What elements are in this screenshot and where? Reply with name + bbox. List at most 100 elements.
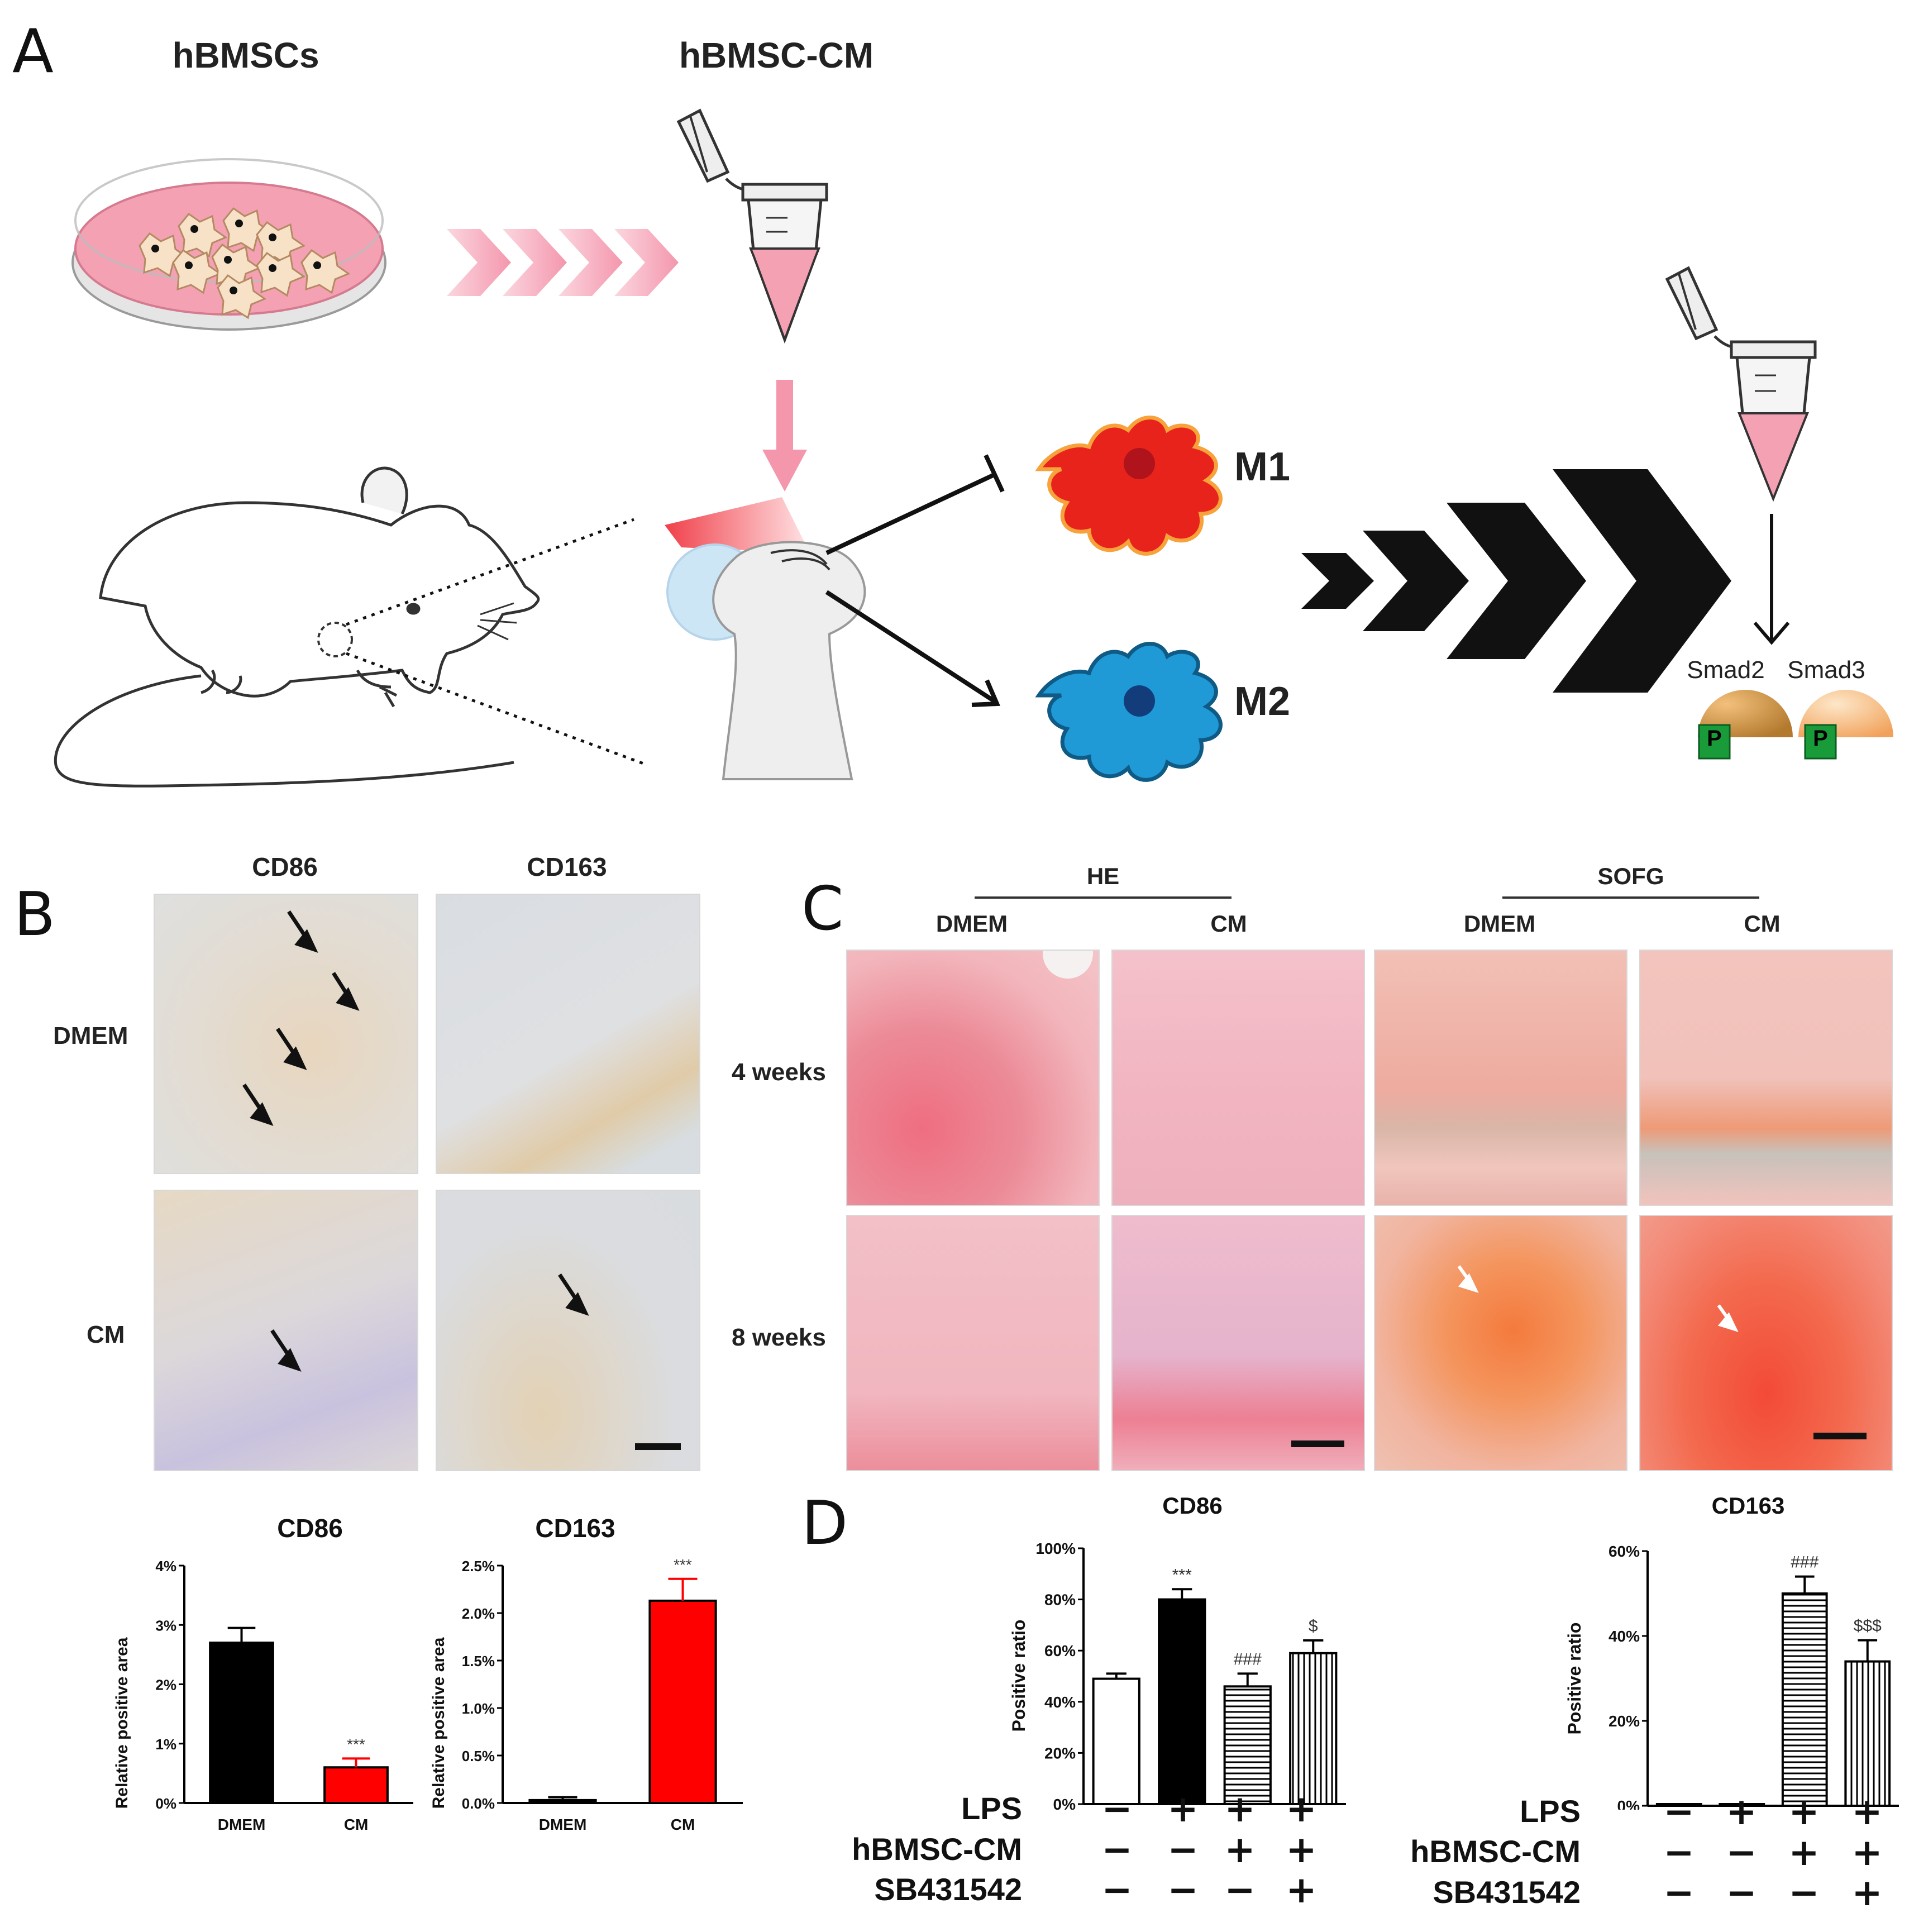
c-row-label-8-weeks: 8 weeks	[732, 1324, 826, 1351]
significance-label: ***	[347, 1735, 365, 1753]
micrograph-cd86-cm	[154, 1190, 418, 1471]
d2-sign: −	[1726, 1871, 1757, 1914]
y-tick-label: 1%	[155, 1736, 176, 1753]
x-tick-label: CM	[344, 1816, 369, 1833]
d1-sign: +	[1286, 1787, 1317, 1830]
d2-sign: −	[1663, 1831, 1695, 1874]
bar	[1158, 1598, 1206, 1805]
d1-sign: −	[1224, 1868, 1256, 1911]
y-tick-label: 60%	[1608, 1543, 1640, 1560]
schematic-panel-a	[54, 108, 1893, 788]
d2-sign: +	[1851, 1871, 1883, 1914]
hbmsc-cm-label: hBMSC-CM	[679, 35, 874, 75]
panel-letter-d: D	[801, 1489, 848, 1558]
mouse-icon	[54, 466, 540, 788]
d1-sign: −	[1101, 1787, 1133, 1830]
y-tick-label: 0.0%	[462, 1795, 495, 1812]
chart-d-cd163-ylabel: Positive ratio	[1564, 1623, 1584, 1735]
smad2-label: Smad2	[1687, 656, 1765, 684]
y-tick-label: 2%	[155, 1677, 176, 1694]
histology-sofg-cm-4w	[1639, 950, 1893, 1206]
y-tick-label: 60%	[1044, 1642, 1076, 1659]
y-tick-label: 2.5%	[462, 1558, 495, 1575]
d2-sign: +	[1851, 1790, 1883, 1833]
d1-sign: +	[1224, 1828, 1256, 1871]
histology-sofg-dmem-8w	[1374, 1215, 1627, 1471]
bar	[1092, 1677, 1140, 1805]
histology-he-cm-4w	[1111, 950, 1365, 1206]
pink-chevron-arrows-icon	[447, 229, 679, 296]
histology-sofg-dmem-4w	[1374, 950, 1627, 1206]
phospho-label-2: P	[1813, 726, 1828, 751]
smad3-icon	[1798, 690, 1893, 760]
conditioned-medium-tube-icon	[676, 108, 828, 344]
bar	[528, 1799, 597, 1805]
bar	[1223, 1685, 1272, 1805]
m1-macrophage-icon	[1035, 416, 1223, 556]
chart-d-cd163: CD163 Positive ratio 0%20%40%60%###$$$	[1564, 1492, 1899, 1810]
y-tick-label: 3%	[155, 1617, 176, 1634]
chart-b-cd86-ylabel: Relative positive area	[113, 1637, 131, 1809]
micrograph-cd86-dmem	[154, 894, 418, 1174]
d2-sign: +	[1788, 1831, 1820, 1874]
d1-sign: −	[1101, 1868, 1133, 1911]
d2-sign: +	[1788, 1790, 1820, 1833]
x-tick-label: DMEM	[539, 1816, 587, 1833]
down-arrow-to-smad	[1753, 514, 1790, 645]
c-sofg-underline	[1502, 896, 1759, 899]
hbmscs-label: hBMSCs	[172, 35, 319, 75]
y-tick-label: 4%	[155, 1558, 176, 1575]
c-col-header-he-cm: CM	[1210, 910, 1247, 937]
y-tick-label: 0.5%	[462, 1748, 495, 1764]
d1-sign: +	[1167, 1787, 1199, 1830]
b-col-header-cd86: CD86	[252, 852, 318, 881]
micrograph-cd163-dmem	[436, 894, 700, 1174]
black-chevron-arrows-icon	[1301, 469, 1731, 693]
chart-d-cd86: CD86 Positive ratio 0%20%40%60%80%100%**…	[1009, 1492, 1346, 1810]
d1-sign: +	[1286, 1868, 1317, 1911]
d2-sign: +	[1851, 1831, 1883, 1874]
b-row-label-cm: CM	[87, 1321, 125, 1348]
scale-bar-b	[635, 1443, 681, 1450]
y-tick-label: 0%	[1617, 1797, 1640, 1810]
d1-row-label-sb431542: SB431542	[874, 1872, 1022, 1907]
y-tick-label: 20%	[1608, 1712, 1640, 1730]
micrograph-cd163-cm	[436, 1190, 700, 1471]
y-tick-label: 0%	[1053, 1796, 1076, 1810]
d1-row-label-hbmsc-cm: hBMSC-CM	[852, 1831, 1022, 1867]
y-tick-label: 1.0%	[462, 1700, 495, 1717]
arrow-sofg-dmem-8w	[1457, 1265, 1479, 1293]
y-tick-label: 80%	[1044, 1591, 1076, 1609]
y-tick-label: 100%	[1035, 1540, 1076, 1557]
phospho-label-1: P	[1707, 726, 1722, 751]
significance-label: ###	[1234, 1650, 1262, 1668]
d2-sign: −	[1788, 1871, 1820, 1914]
arrow-sofg-cm-8w	[1717, 1304, 1867, 1439]
bar	[1719, 1803, 1765, 1807]
histology-sofg-cm-8w	[1639, 1215, 1893, 1471]
d2-sign: +	[1726, 1790, 1757, 1833]
significance-label: $$$	[1854, 1617, 1882, 1635]
d2-row-label-hbmsc-cm: hBMSC-CM	[1410, 1834, 1581, 1869]
significance-label: ###	[1791, 1553, 1818, 1572]
d2-row-label-sb431542: SB431542	[1433, 1874, 1581, 1910]
x-tick-label: CM	[671, 1816, 695, 1833]
chart-b-cd163-title: CD163	[535, 1514, 615, 1543]
b-row-label-dmem: DMEM	[53, 1022, 128, 1050]
chart-b-cd86: CD86 Relative positive area 0%1%2%3%4%DM…	[113, 1514, 413, 1833]
bar	[1844, 1660, 1891, 1807]
m1-label: M1	[1234, 445, 1291, 489]
significance-label: $	[1309, 1617, 1318, 1635]
arrows-cd86-cm	[270, 1329, 302, 1372]
chart-d-cd86-title: CD86	[1162, 1492, 1222, 1519]
c-he-underline	[975, 896, 1232, 899]
bar	[1289, 1652, 1338, 1805]
chart-b-cd163: CD163 Relative positive area 0.0%0.5%1.0…	[429, 1514, 743, 1833]
m2-label: M2	[1234, 679, 1291, 724]
histology-he-dmem-4w	[846, 950, 1100, 1206]
bar	[648, 1599, 717, 1804]
arrows-cd163-cm	[558, 1273, 681, 1450]
y-tick-label: 1.5%	[462, 1653, 495, 1669]
d1-sign: −	[1167, 1868, 1199, 1911]
panel-letter-c: C	[801, 874, 844, 944]
